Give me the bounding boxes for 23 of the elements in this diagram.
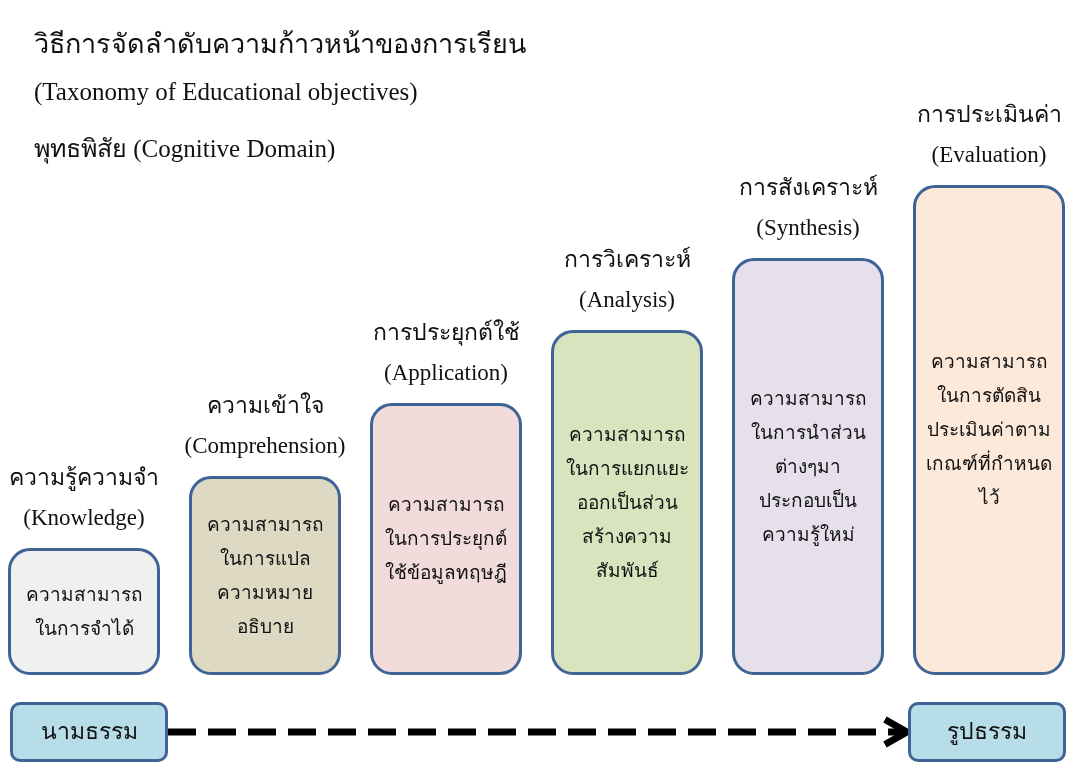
level-subheading: (Application) [383, 359, 509, 387]
level-heading: การประยุกต์ใช้ [371, 319, 521, 347]
title: วิธีการจัดลำดับความก้าวหน้าของการเรียน [34, 28, 526, 61]
level-heading: การวิเคราะห์ [562, 246, 692, 274]
description: ความสามารถในการประยุกต์ใช้ข้อมูลทฤษฎี [384, 493, 508, 586]
description: ความสามารถในการแยกแยะออกเป็นส่วนสร้างความสัมพันธ์ [564, 422, 690, 583]
description: ความสามารถในการแปลความหมายอธิบาย [205, 512, 325, 639]
description: ความสามารถในการตัดสินประเมินค่าตามเกณฑ์ที่กำหนดไว้ [925, 350, 1053, 510]
level-subheading: (Synthesis) [755, 214, 861, 242]
level-subheading: (Analysis) [578, 286, 676, 314]
subtitle: (Taxonomy of Educational objectives) [34, 78, 418, 106]
level-heading: ความเข้าใจ [205, 392, 325, 420]
end-label: นามธรรม [39, 718, 139, 746]
end-label: รูปธรรม [946, 718, 1028, 747]
description: ความสามารถในการจำได้ [24, 582, 144, 641]
subtitle: พุทธพิสัย (Cognitive Domain) [34, 134, 336, 166]
level-heading: การประเมินค่า [915, 101, 1063, 129]
description: ความสามารถในการนำส่วนต่างๆมาประกอบเป็นความรู้ใหม่ [748, 386, 868, 548]
level-subheading: (Evaluation) [930, 141, 1048, 169]
level-subheading: (Comprehension) [183, 432, 347, 460]
level-heading: การสังเคราะห์ [737, 174, 879, 202]
level-subheading: (Knowledge) [22, 504, 146, 532]
level-heading: ความรู้ความจำ [8, 464, 160, 492]
